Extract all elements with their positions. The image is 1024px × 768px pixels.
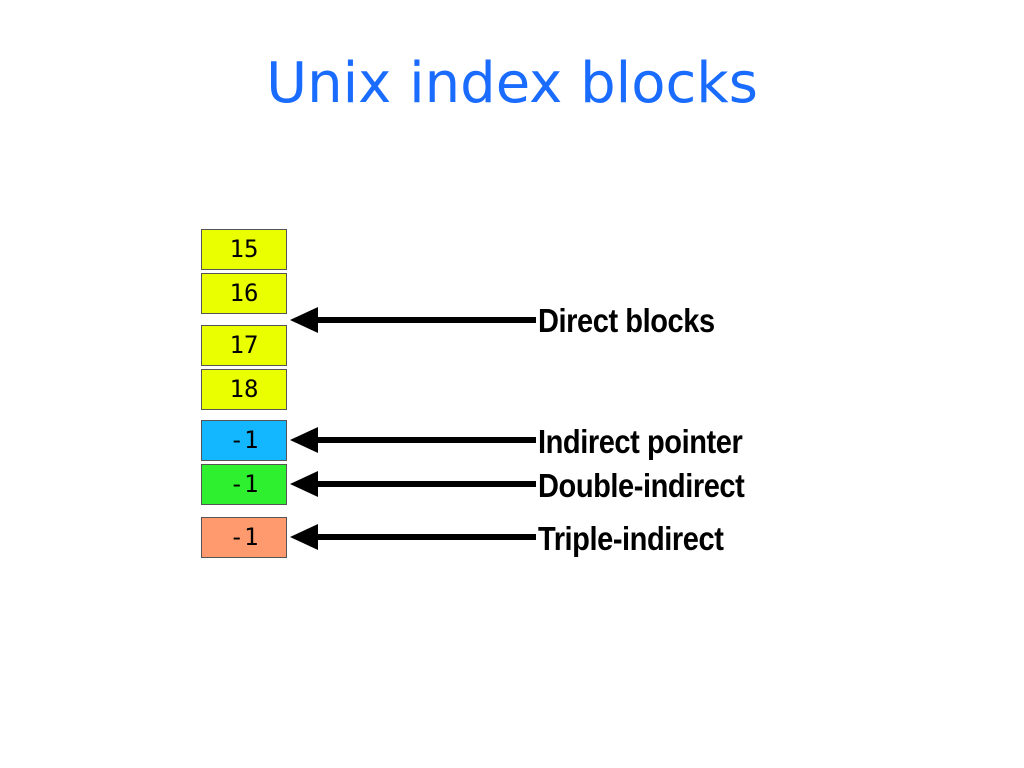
block-cell-double-indirect: -1 (201, 464, 287, 505)
block-cell-direct-3: 17 (201, 325, 287, 366)
arrow-direct-blocks (290, 307, 536, 333)
arrow-indirect-pointer (290, 427, 536, 453)
arrow-triple-indirect (290, 524, 536, 550)
label-direct-blocks: Direct blocks (538, 302, 715, 339)
page-title: Unix index blocks (266, 51, 758, 116)
label-double-indirect: Double-indirect (538, 467, 745, 504)
block-cell-direct-4: 18 (201, 369, 287, 410)
arrow-double-indirect (290, 471, 536, 497)
block-cell-triple-indirect: -1 (201, 517, 287, 558)
block-cell-indirect: -1 (201, 420, 287, 461)
block-cell-direct-1: 15 (201, 229, 287, 270)
label-triple-indirect: Triple-indirect (538, 520, 724, 557)
block-cell-direct-2: 16 (201, 273, 287, 314)
label-indirect-pointer: Indirect pointer (538, 423, 743, 460)
